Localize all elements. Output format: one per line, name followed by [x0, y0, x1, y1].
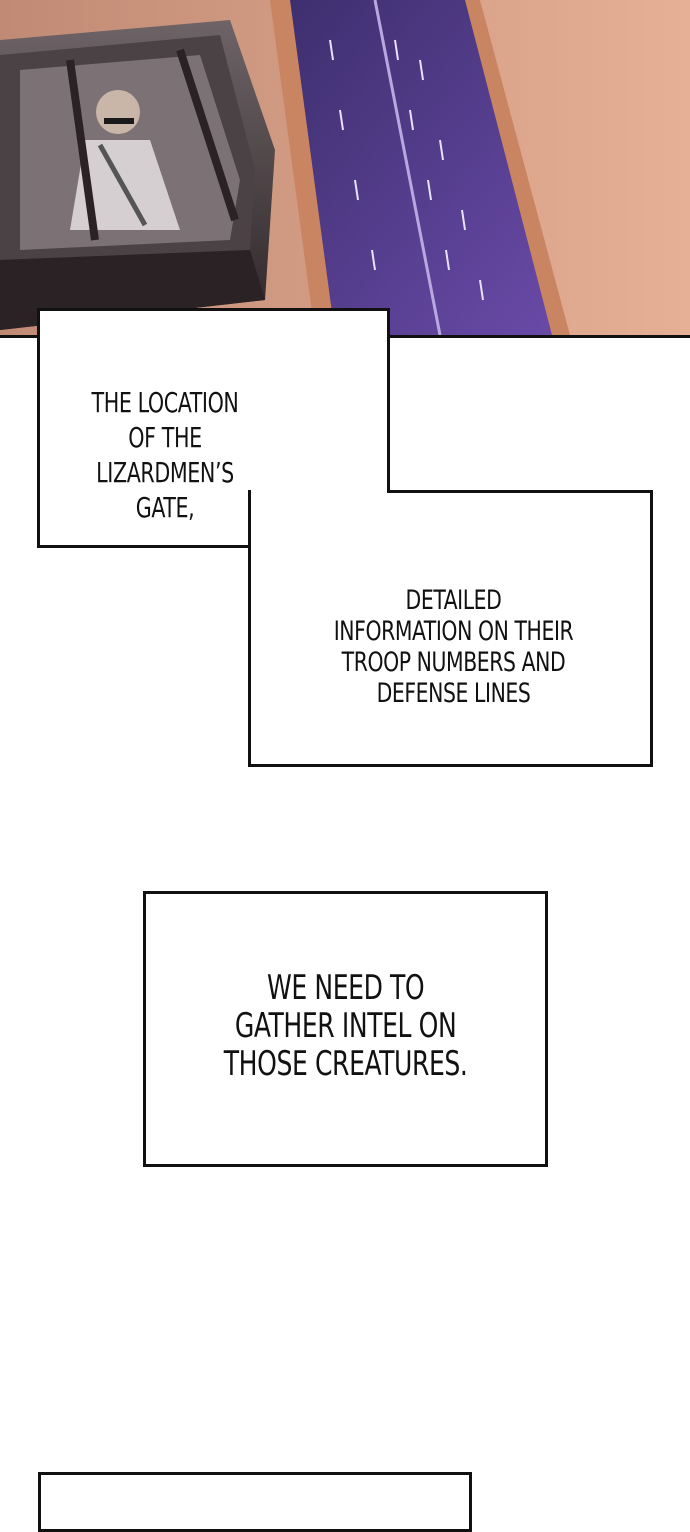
- caption-box-partial: [38, 1472, 472, 1532]
- caption-line: WE NEED TO: [266, 968, 425, 1008]
- caption-text-location: THE LOCATION OF THE LIZARDMEN’S GATE,: [63, 385, 268, 525]
- caption-box-location: THE LOCATION OF THE LIZARDMEN’S GATE,: [37, 308, 390, 548]
- caption-line: OF THE LIZARDMEN’S: [96, 421, 234, 489]
- caption-line: DEFENSE LINES: [376, 678, 531, 709]
- caption-line: GATHER INTEL ON: [234, 1006, 457, 1046]
- caption-line: THOSE CREATURES.: [223, 1044, 468, 1084]
- caption-text-detailed-info: DETAILED INFORMATION ON THEIR TROOP NUMB…: [283, 585, 623, 709]
- illustrated-panel: [0, 0, 690, 338]
- caption-text-gather-intel: WE NEED TO GATHER INTEL ON THOSE CREATUR…: [224, 969, 468, 1083]
- caption-line: GATE,: [135, 491, 195, 524]
- car-on-road-illustration: [0, 0, 690, 335]
- caption-box-gather-intel: WE NEED TO GATHER INTEL ON THOSE CREATUR…: [143, 891, 548, 1167]
- caption-line: THE LOCATION: [91, 386, 239, 419]
- caption-merge: [251, 490, 387, 548]
- caption-line: TROOP NUMBERS AND: [341, 647, 566, 678]
- caption-line: DETAILED: [405, 585, 502, 616]
- caption-line: INFORMATION ON THEIR: [333, 616, 574, 647]
